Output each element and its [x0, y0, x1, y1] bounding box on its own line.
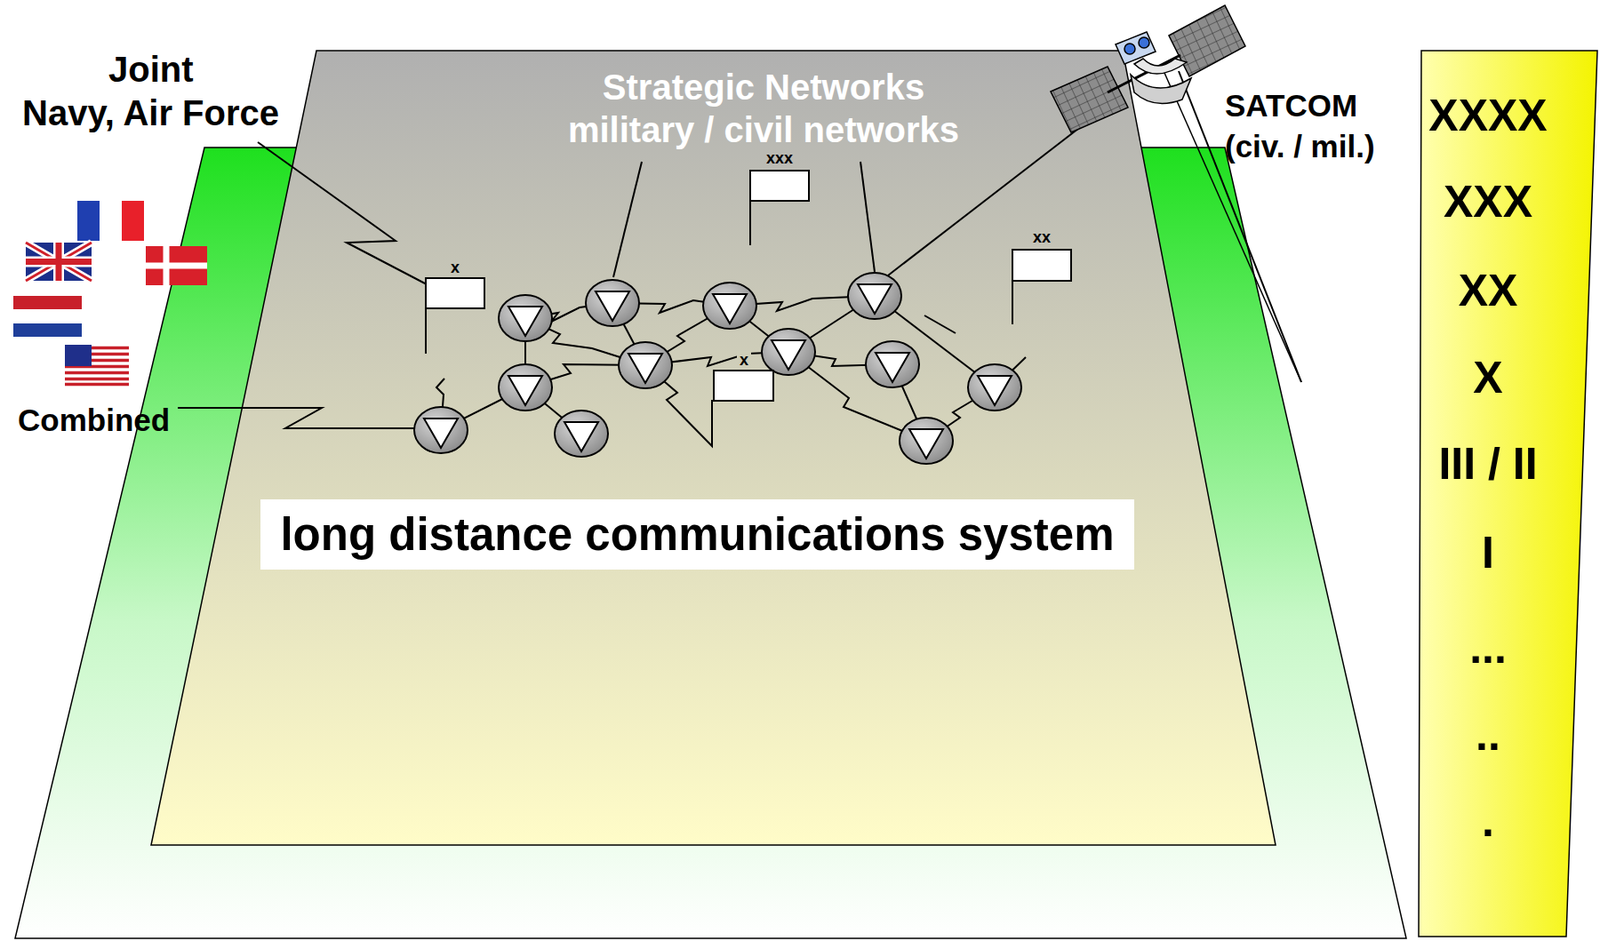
echelon-level: XXXX: [1421, 89, 1555, 142]
echelon-marker: x: [736, 351, 752, 370]
echelon-marker: x: [450, 258, 460, 278]
strategic-plane: [151, 50, 1276, 846]
system-title-box: long distance communications system: [260, 499, 1135, 570]
echelon-level: ...: [1421, 622, 1555, 674]
echelon-level: XX: [1421, 264, 1555, 317]
echelon-level: .: [1421, 795, 1555, 848]
echelon-level: XXX: [1421, 176, 1555, 228]
echelon-scale-bar: XXXXXXXXXXIII / III......: [1418, 50, 1598, 937]
echelon-marker: xx: [1032, 228, 1051, 248]
echelon-marker: xxx: [766, 149, 793, 168]
leader-line: [860, 161, 875, 272]
leader-line: [257, 142, 427, 285]
network-nodes: [414, 272, 1022, 464]
leader-line: [613, 161, 642, 278]
unit-flags: [425, 170, 1072, 401]
echelon-level: III / II: [1421, 438, 1555, 490]
leader-line: [177, 408, 418, 429]
combined-label: Combined: [17, 402, 170, 439]
echelon-level: I: [1421, 527, 1555, 579]
joint-services-label: Navy, Air Force: [22, 92, 280, 134]
strategic-networks-label: Strategic Networks military / civil netw…: [550, 65, 977, 152]
flag-netherlands: [13, 296, 82, 337]
joint-label: Joint: [108, 48, 194, 90]
flag-france: [77, 200, 144, 241]
satcom-label: SATCOM (civ. / mil.): [1224, 85, 1403, 168]
box-title: long distance communications system: [280, 508, 1115, 561]
bar-shape: [1418, 50, 1598, 937]
echelon-level: X: [1421, 352, 1555, 404]
flag-uk: [25, 242, 92, 281]
echelon-level: ..: [1421, 709, 1555, 761]
flag-denmark: [145, 246, 208, 286]
satellite: [1050, 5, 1246, 133]
flag-usa: [64, 344, 129, 386]
